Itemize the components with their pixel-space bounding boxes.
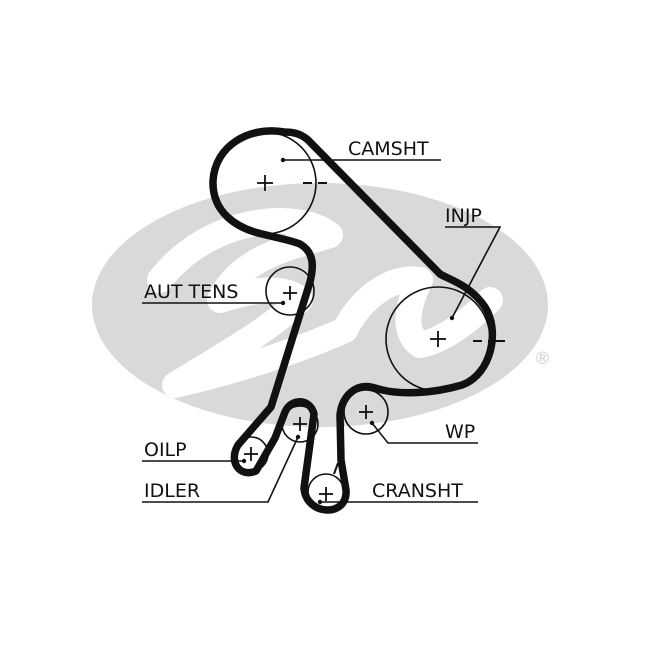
wp-label: WP: [445, 421, 475, 443]
camsht-label: CAMSHT: [348, 138, 429, 160]
oilp-label: OILP: [144, 439, 187, 461]
idler-leader: [142, 436, 299, 503]
registered-mark: ®: [534, 349, 551, 369]
brand-watermark-logo: ®: [92, 183, 551, 427]
leader-lines: [142, 157, 502, 505]
auto-tensioner-pulley: [265, 266, 315, 316]
wp-leader: [371, 422, 478, 444]
timing-belt: [209, 127, 497, 514]
idler-label: IDLER: [144, 480, 200, 502]
watermark-script: [147, 208, 503, 398]
injp-label: INJP: [445, 205, 482, 227]
aut-tens-label: AUT TENS: [144, 281, 238, 303]
cransht-label: CRANSHT: [372, 480, 463, 502]
injp-leader: [445, 226, 502, 319]
